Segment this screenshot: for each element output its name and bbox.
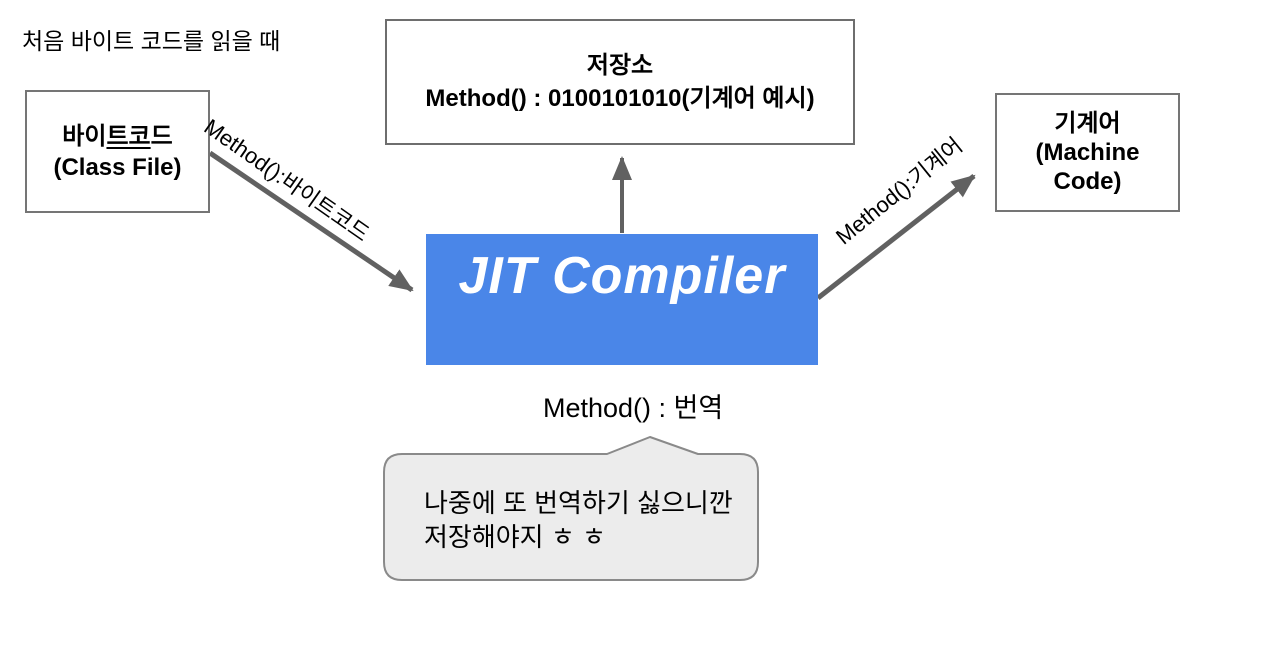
machine-node-line2: (Machine — [1035, 139, 1140, 166]
bytecode-node-subtitle: (Class File) — [53, 153, 182, 181]
speech-bubble-line1: 나중에 또 번역하기 싫으니깐 — [424, 488, 733, 518]
first-read-note: 처음 바이트 코드를 읽을 때 — [22, 28, 281, 54]
storage-node: 저장소 Method() : 0100101010(기계어 예시) — [385, 19, 855, 145]
bytecode-title-underlined: 트코 — [106, 122, 151, 150]
bytecode-node-title: 바이트코드 — [62, 121, 172, 152]
storage-node-subtitle: Method() : 0100101010(기계어 예시) — [425, 85, 815, 112]
storage-node-title: 저장소 — [586, 52, 654, 79]
bytecode-node: 바이트코드 (Class File) — [25, 90, 210, 213]
arrow-bytecode-to-jit — [208, 150, 414, 293]
jit-compiler-node: JIT Compiler — [426, 234, 818, 365]
speech-bubble-line2: 저장해야지 ㅎ ㅎ — [424, 522, 606, 552]
edge-label-bytecode-to-jit: Method():바이트코드 — [199, 114, 375, 247]
speech-bubble-text: 나중에 또 번역하기 싫으니깐 저장해야지 ㅎ ㅎ — [424, 486, 733, 554]
machine-node-line1: 기계어 — [1054, 110, 1121, 137]
jit-compiler-label: JIT Compiler — [458, 247, 786, 305]
machine-node-line3: Code) — [1053, 168, 1122, 195]
jit-translate-label: Method() : 번역 — [543, 393, 724, 423]
bytecode-title-post: 드 — [150, 122, 173, 150]
machine-code-node: 기계어 (Machine Code) — [995, 93, 1180, 212]
bytecode-title-pre: 바이 — [62, 122, 107, 150]
edge-label-jit-to-machine: Method():기계어 — [831, 132, 968, 250]
